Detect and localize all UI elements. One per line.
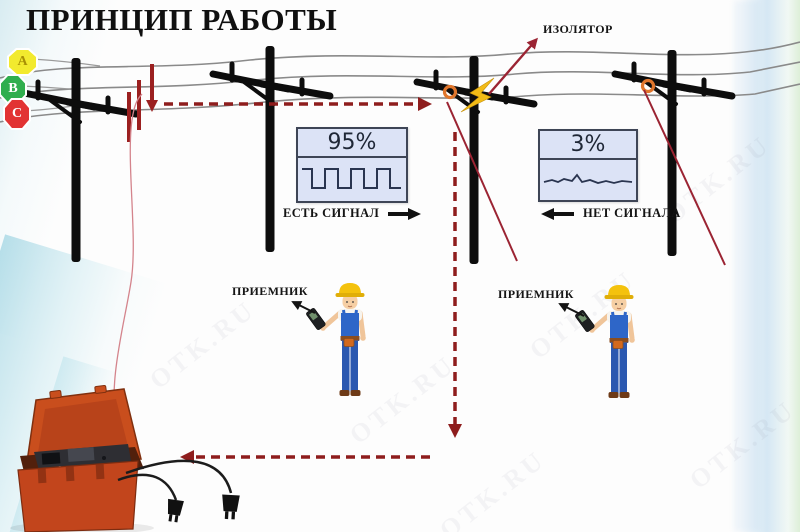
- phase-badge-a-label: A: [9, 50, 36, 74]
- worker-right: [575, 285, 635, 398]
- signal-path-dashed: [164, 97, 462, 464]
- arrow-right-icon: [388, 207, 422, 220]
- phase-badge-b-label: B: [1, 76, 25, 102]
- arrow-left-icon: [541, 207, 574, 220]
- line-clamp: [442, 84, 458, 100]
- signal-present-caption: ЕСТЬ СИГНАЛ: [283, 206, 422, 221]
- noise-wave-icon: [543, 173, 633, 184]
- signal-present-text: ЕСТЬ СИГНАЛ: [283, 206, 380, 220]
- line-clamp: [640, 78, 656, 94]
- plug: [222, 494, 240, 520]
- receiver-arrow: [558, 303, 585, 317]
- signal-meter-strong: 95%: [296, 127, 408, 203]
- square-wave-icon: [302, 168, 401, 189]
- receiver-label-right: ПРИЕМНИК: [498, 287, 574, 301]
- no-signal-caption: НЕТ СИГНАЛА: [540, 206, 681, 221]
- injection-jumpers: [127, 64, 154, 142]
- receiver-arrow: [291, 301, 316, 314]
- signal-meter-weak: 3%: [538, 129, 638, 202]
- pole-1: [15, 58, 140, 262]
- phase-badge-c: C: [3, 98, 31, 130]
- no-signal-text: НЕТ СИГНАЛА: [583, 206, 681, 220]
- page-title: ПРИНЦИП РАБОТЫ: [26, 2, 338, 37]
- phase-badge-c-label: C: [5, 100, 29, 128]
- injection-arrowhead: [146, 100, 158, 112]
- pole-2: [209, 46, 334, 252]
- check-line: [446, 101, 518, 262]
- generator-case: [10, 384, 154, 532]
- pole-3: [413, 56, 538, 264]
- lightning-bolt-icon: [460, 77, 495, 113]
- test-lead-cables: [117, 459, 233, 501]
- plug: [167, 498, 184, 523]
- signal-level-value: 95%: [298, 129, 406, 158]
- check-line: [643, 89, 726, 266]
- utility-poles: [15, 46, 736, 264]
- signal-level-value: 3%: [540, 131, 636, 160]
- generator-cable: [113, 93, 143, 433]
- receiver-label-left: ПРИЕМНИК: [232, 284, 308, 298]
- worker-left: [306, 283, 366, 396]
- insulator-label: ИЗОЛЯТОР: [543, 22, 613, 36]
- pole-4: [611, 50, 736, 256]
- phase-badge-a: A: [7, 48, 38, 76]
- insulator-arrow: [488, 37, 538, 95]
